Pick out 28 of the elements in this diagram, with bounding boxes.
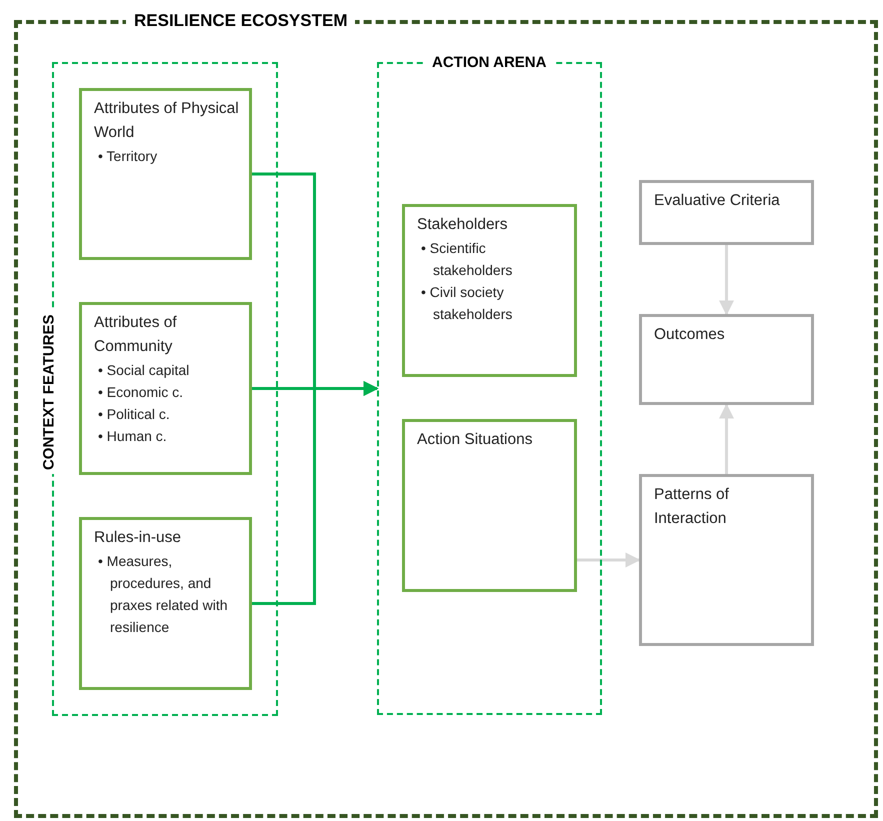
box-heading: Rules-in-use [94,528,182,548]
box-heading: Action Situations [417,430,534,450]
connector-arrow [719,245,734,316]
box-heading: Evaluative Criteria [654,191,781,211]
outcome-box [639,314,814,405]
component-box [79,302,252,475]
box-heading: Patterns of Interaction [654,485,730,529]
bullet-item: • Human c. [97,427,168,446]
component-box [402,204,577,377]
bullet-item: • Economic c. [97,383,184,402]
box-heading: Stakeholders [417,215,508,235]
component-box [79,517,252,690]
bullet-item: • Social capital [97,361,190,380]
bullet-item: • Territory [97,147,158,166]
connector-arrow [577,552,640,568]
bullet-item: • Political c. [97,405,171,424]
component-box [402,419,577,592]
bullet-item: • Civil society stakeholders [420,283,514,324]
box-heading: Attributes of Physical World [94,99,240,143]
connector-arrow [252,381,378,605]
outcome-box [639,180,814,245]
box-heading: Attributes of Community [94,313,178,357]
connector-arrow [719,404,734,474]
component-box [79,88,252,260]
bullet-item: • Measures, procedures, and praxes related with resilience [97,552,229,637]
bullet-item: • Scientific stakeholders [420,239,514,280]
outcome-box [639,474,814,646]
box-heading: Outcomes [654,325,726,345]
